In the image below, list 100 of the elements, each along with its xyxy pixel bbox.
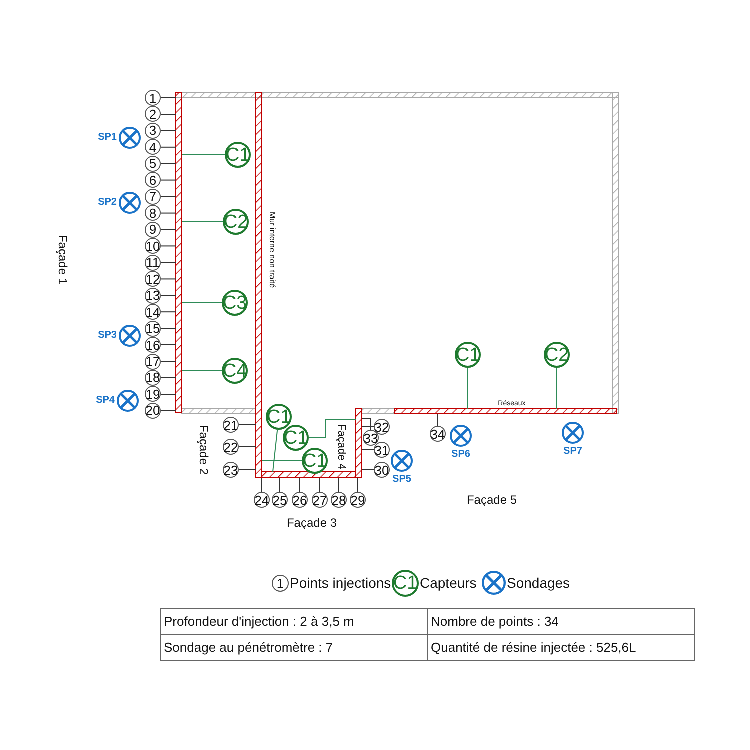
leader-line bbox=[182, 370, 222, 372]
leader-line bbox=[160, 130, 176, 132]
leader-line bbox=[160, 246, 176, 247]
injection-point-marker: 11 bbox=[145, 254, 161, 271]
injection-point-marker: 25 bbox=[272, 492, 288, 508]
leader-line bbox=[182, 154, 226, 156]
probe-label: SP2 bbox=[98, 198, 117, 208]
injection-point-marker: 12 bbox=[145, 271, 161, 288]
leader-line bbox=[182, 302, 222, 304]
sensor-marker: C2 bbox=[223, 209, 249, 235]
injection-point-marker: 3 bbox=[145, 122, 161, 139]
leader-line bbox=[160, 114, 176, 115]
probe-label: SP1 bbox=[98, 133, 117, 143]
injection-point-marker: 21 bbox=[223, 417, 239, 433]
leader-line bbox=[160, 344, 176, 346]
leader-line bbox=[308, 420, 356, 438]
injection-point-marker: 16 bbox=[145, 337, 161, 354]
facade-label: Façade 5 bbox=[466, 494, 518, 506]
probe-marker bbox=[119, 127, 141, 149]
injection-point-marker: 29 bbox=[350, 492, 366, 508]
probe-label: SP3 bbox=[98, 331, 117, 341]
probe-marker bbox=[562, 422, 584, 444]
injection-point-marker: 34 bbox=[430, 426, 446, 442]
leader-line bbox=[160, 163, 176, 164]
wall-note: Mur interne non traité bbox=[268, 212, 276, 288]
injection-point-marker: 2 bbox=[145, 106, 161, 122]
leader-line bbox=[160, 328, 176, 330]
sensor-marker: C1 bbox=[225, 142, 251, 168]
sensor-marker: C2 bbox=[544, 342, 570, 368]
leader-line bbox=[160, 180, 176, 181]
injection-point-marker: 7 bbox=[145, 188, 161, 205]
leader-line bbox=[160, 295, 176, 296]
leader-line bbox=[362, 426, 374, 428]
injection-point-marker: 9 bbox=[145, 222, 161, 238]
injection-point-marker: 18 bbox=[145, 370, 161, 386]
leader-line bbox=[272, 429, 278, 472]
treated-wall bbox=[256, 92, 262, 478]
probe-marker bbox=[119, 325, 141, 347]
probe-marker bbox=[119, 192, 141, 214]
table-cell: Nombre de points : 34 bbox=[427, 608, 695, 635]
injection-point-marker: 32 bbox=[374, 419, 390, 435]
injection-point-marker: 31 bbox=[374, 442, 390, 458]
sensor-marker: C1 bbox=[283, 425, 309, 451]
injection-point-marker: 26 bbox=[292, 492, 308, 508]
legend-label: Points injections bbox=[290, 576, 392, 590]
injection-point-marker: 5 bbox=[145, 156, 161, 172]
leader-line bbox=[160, 394, 176, 395]
treated-wall bbox=[356, 408, 362, 478]
table-cell: Sondage au pénétromètre : 7 bbox=[160, 634, 428, 661]
probe-label: SP4 bbox=[96, 396, 115, 406]
injection-point-marker: 14 bbox=[145, 304, 161, 320]
probe-marker bbox=[391, 450, 413, 472]
legend-label: Sondages bbox=[507, 576, 570, 590]
leader-line bbox=[160, 262, 176, 264]
injection-point-marker: 4 bbox=[145, 139, 161, 156]
leader-line bbox=[160, 278, 176, 280]
injection-point-marker: 6 bbox=[145, 172, 161, 188]
sensor-marker: C1 bbox=[266, 404, 292, 430]
legend-label: Capteurs bbox=[420, 576, 477, 590]
injection-point-marker: 20 bbox=[145, 402, 161, 419]
injection-point-marker: 19 bbox=[145, 386, 161, 402]
treated-wall bbox=[394, 408, 618, 414]
table-cell: Profondeur d'injection : 2 à 3,5 m bbox=[160, 608, 428, 635]
sensor-marker: C4 bbox=[222, 358, 248, 384]
leader-line bbox=[556, 368, 558, 410]
leader-line bbox=[160, 361, 176, 362]
facade-label: Façade 4 bbox=[336, 424, 346, 470]
leader-line bbox=[160, 229, 176, 230]
injection-point-marker: 30 bbox=[374, 462, 390, 478]
injection-point-marker: 24 bbox=[254, 492, 270, 508]
leader-line bbox=[160, 312, 176, 313]
leader-line bbox=[238, 424, 256, 426]
sensor-marker: C1 bbox=[455, 342, 481, 368]
injection-point-marker: 15 bbox=[145, 320, 161, 337]
legend-symbol: 1 bbox=[272, 574, 289, 592]
leader-line bbox=[362, 418, 372, 430]
treated-wall bbox=[262, 472, 356, 478]
injection-point-marker: 23 bbox=[223, 462, 239, 478]
table-cell: Quantité de résine injectée : 525,6L bbox=[427, 634, 695, 661]
probe-label: SP7 bbox=[564, 447, 582, 457]
probe-marker bbox=[117, 390, 139, 412]
probe-marker bbox=[450, 425, 472, 447]
injection-point-marker: 13 bbox=[145, 288, 161, 304]
injection-point-marker: 8 bbox=[145, 205, 161, 222]
leader-line bbox=[160, 146, 176, 148]
leader-line bbox=[160, 196, 176, 198]
probe-label: SP5 bbox=[392, 475, 412, 485]
leader-line bbox=[160, 212, 176, 214]
leader-line bbox=[238, 446, 256, 448]
leader-line bbox=[160, 410, 176, 412]
injection-point-marker: 10 bbox=[145, 238, 161, 254]
injection-point-marker: 1 bbox=[145, 90, 161, 106]
sensor-marker: C3 bbox=[222, 290, 248, 316]
probe-label: SP6 bbox=[452, 450, 470, 460]
sensor-marker: C1 bbox=[302, 448, 328, 474]
treated-wall bbox=[176, 92, 182, 414]
leader-line bbox=[338, 478, 340, 492]
leader-line bbox=[262, 460, 302, 462]
injection-point-marker: 27 bbox=[312, 492, 328, 508]
facade-label: Façade 1 bbox=[57, 234, 69, 286]
